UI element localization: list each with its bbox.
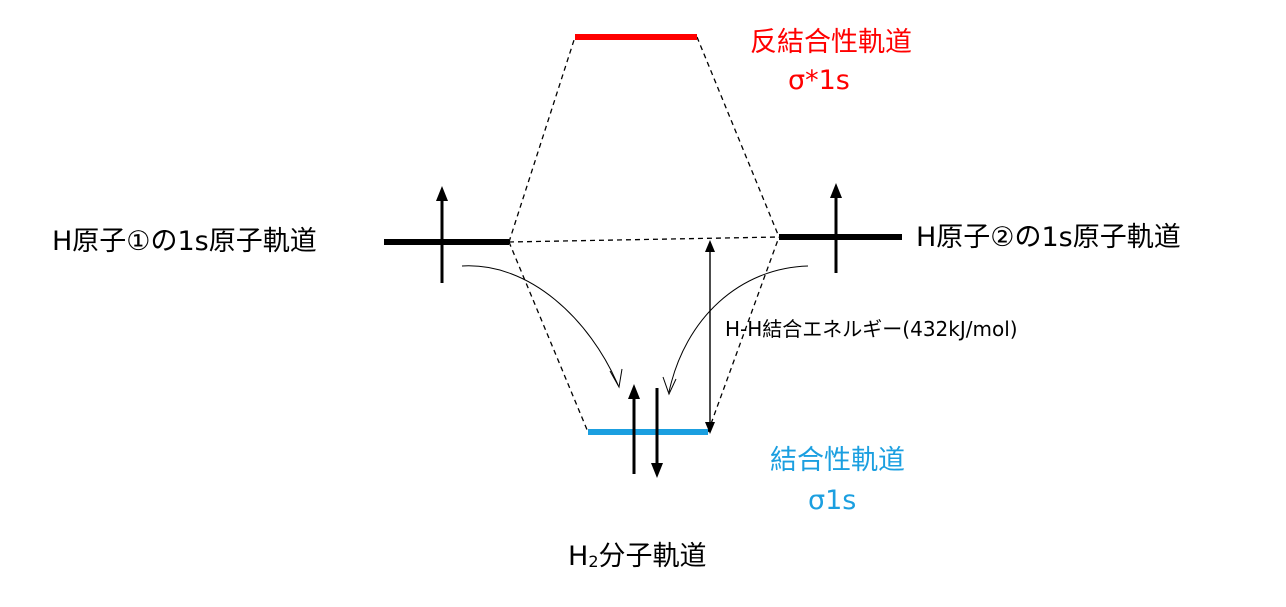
dash-atom1-to-bonding bbox=[508, 241, 589, 433]
atom2-electron-spin-up bbox=[830, 183, 842, 273]
atom2-orbital-label: H原子②の1s原子軌道 bbox=[916, 222, 1181, 253]
antibonding-name-label: 反結合性軌道 bbox=[750, 27, 912, 58]
dash-bonding-to-atom2 bbox=[707, 236, 780, 433]
molecule-suffix: 分子軌道 bbox=[598, 541, 707, 572]
curved-arrow-atom1-to-bonding bbox=[461, 265, 619, 386]
antibonding-symbol-label: σ*1s bbox=[788, 65, 850, 96]
molecule-subscript: 2 bbox=[588, 552, 599, 571]
molecule-prefix: H bbox=[568, 541, 589, 572]
atom1-electron-spin-up bbox=[436, 186, 448, 283]
dash-antibonding-to-atom2 bbox=[696, 36, 780, 238]
bonding-symbol-label: σ1s bbox=[808, 485, 857, 516]
dash-atom1-to-antibonding bbox=[508, 36, 576, 243]
bonding-name-label: 結合性軌道 bbox=[770, 445, 905, 476]
curved-arrow-atom1-head bbox=[609, 368, 623, 389]
bond-energy-label: H-H結合エネルギー(432kJ/mol) bbox=[725, 317, 1018, 341]
bonding-electron-spin-down bbox=[651, 388, 663, 478]
bonding-electron-spin-up bbox=[628, 384, 640, 474]
correlation-lines bbox=[508, 36, 780, 433]
atom1-orbital-label: H原子①の1s原子軌道 bbox=[52, 226, 317, 257]
bond-energy-arrow bbox=[705, 240, 715, 434]
electron-transfer-arrows bbox=[461, 265, 809, 396]
curved-arrow-atom2-head bbox=[662, 376, 677, 396]
molecule-orbital-label: H2分子軌道 bbox=[568, 543, 707, 570]
dash-atom-level-connector bbox=[508, 236, 780, 243]
curved-arrow-atom2-to-bonding bbox=[668, 265, 809, 393]
